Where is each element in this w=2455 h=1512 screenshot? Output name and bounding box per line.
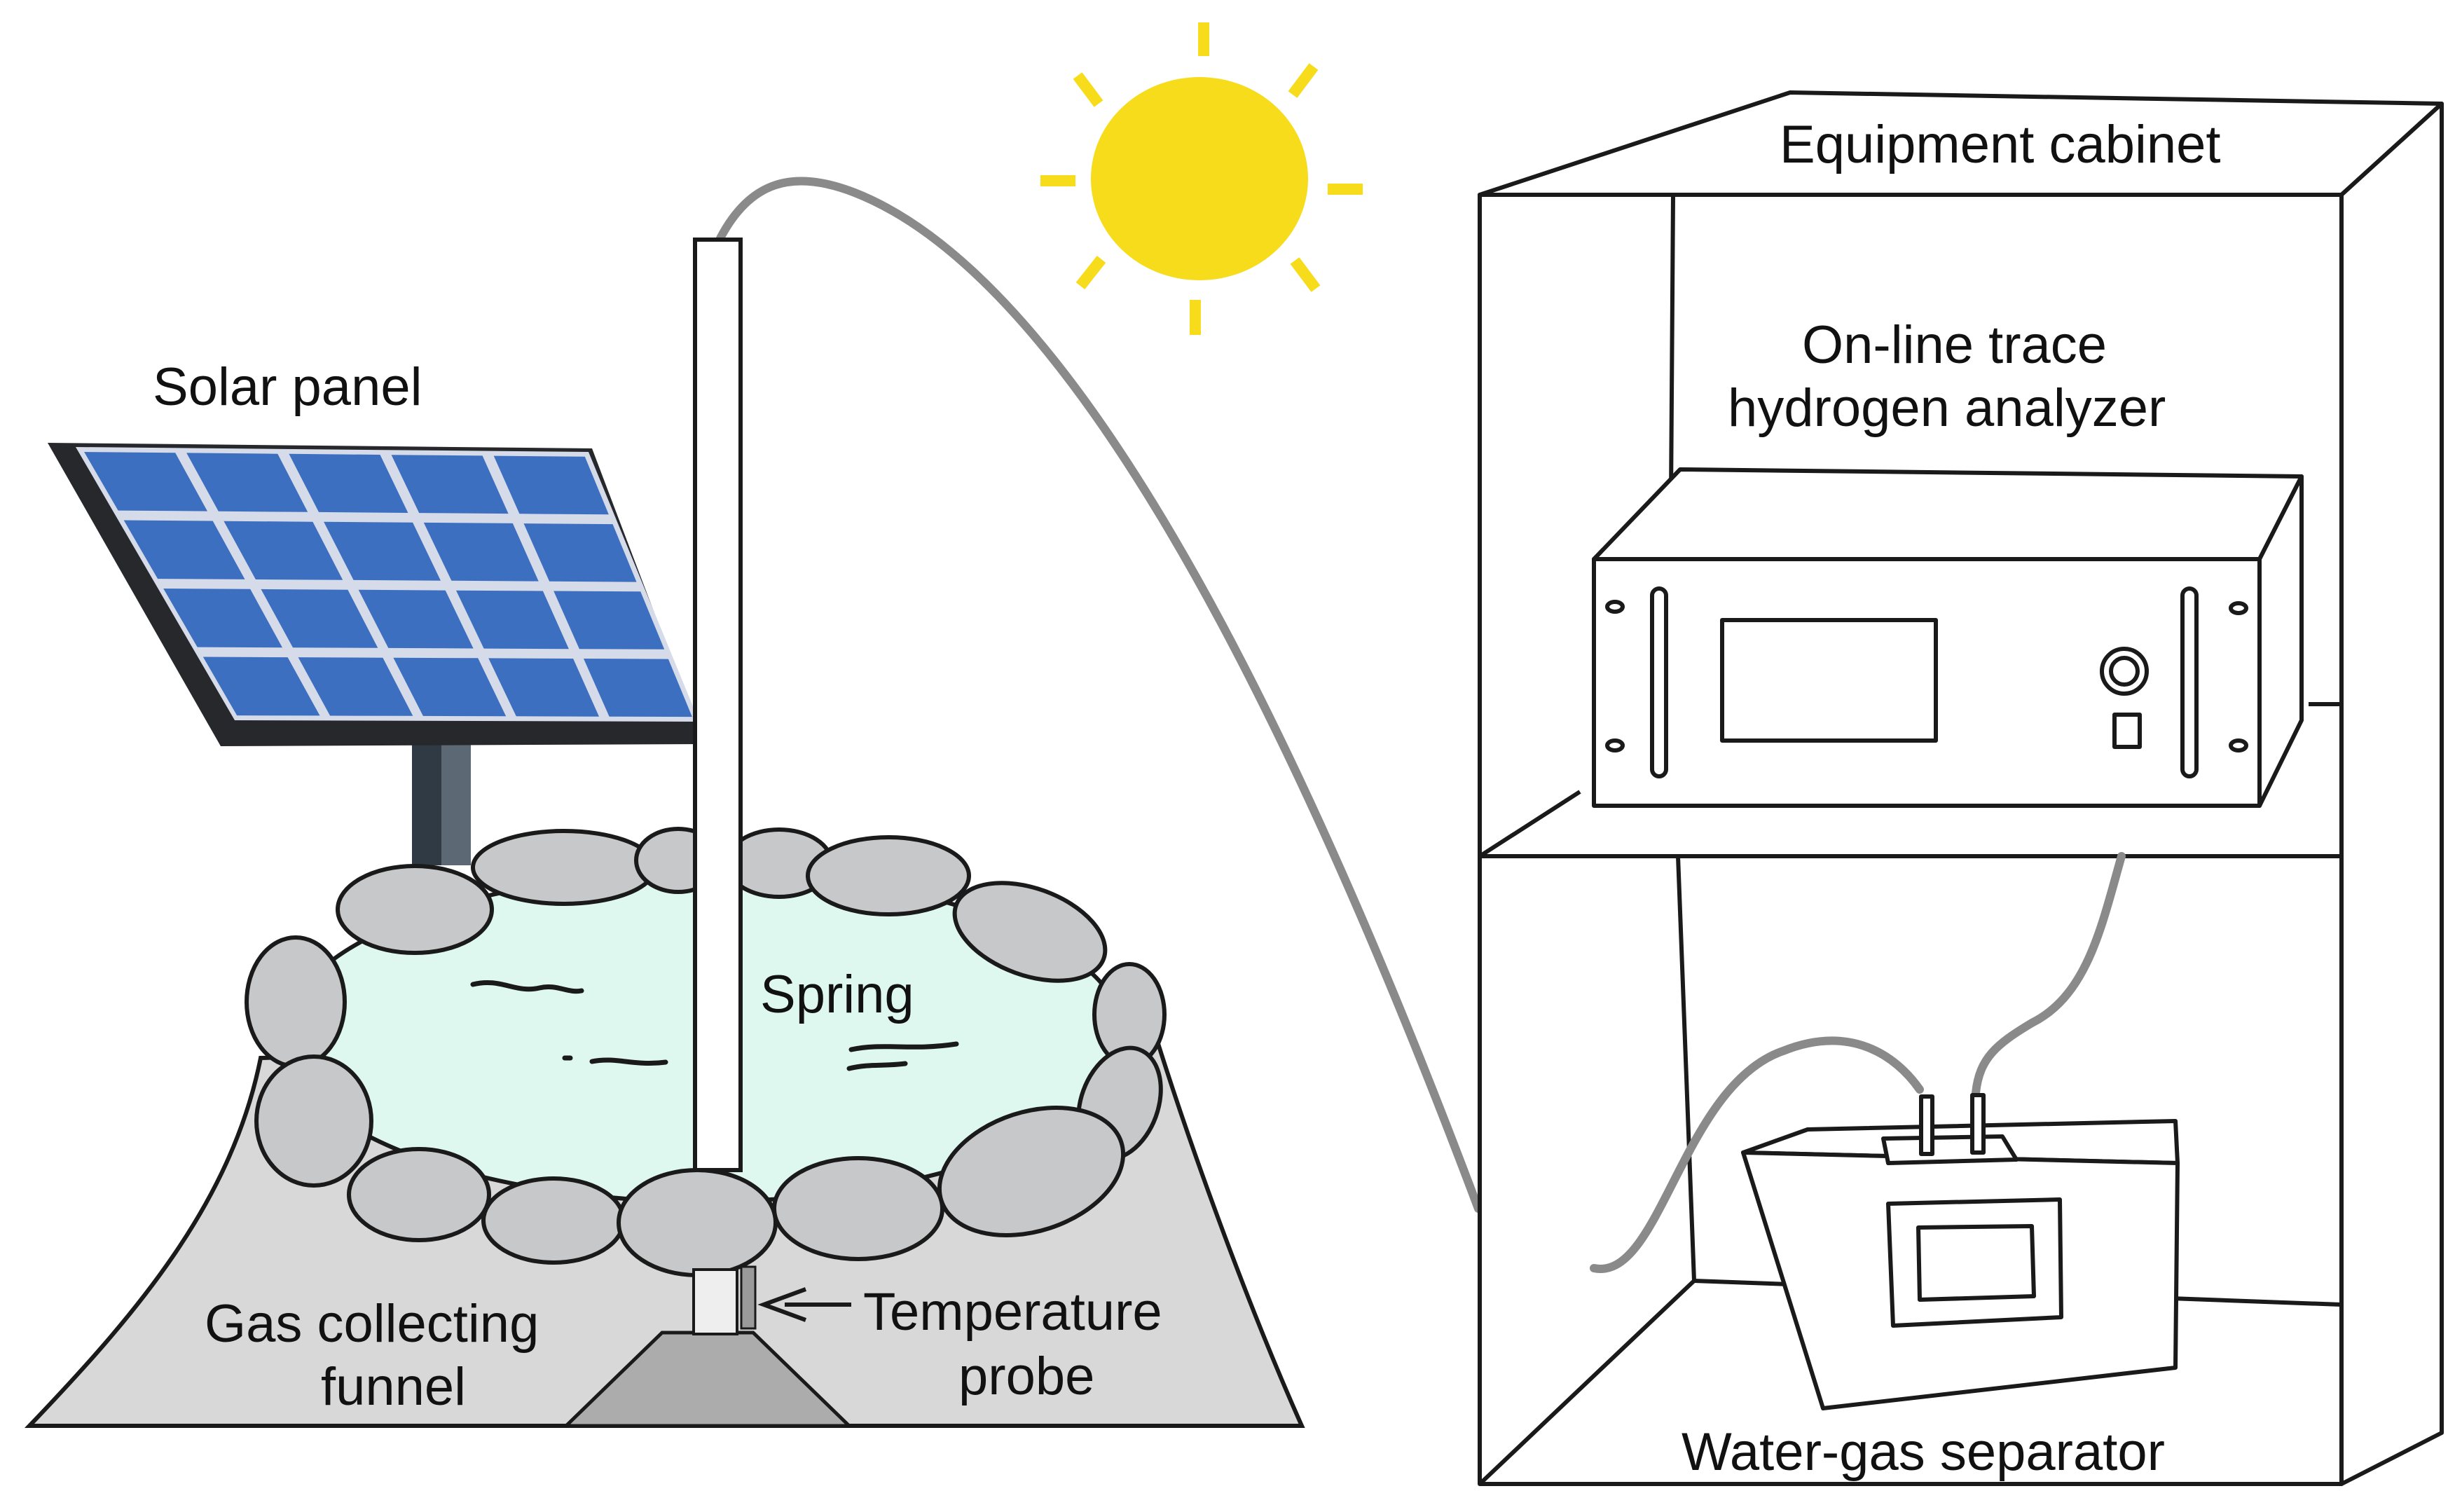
- solar-cell: [393, 657, 507, 717]
- rock: [336, 864, 494, 955]
- separator-port: [1970, 1093, 1986, 1155]
- solar-cell: [423, 522, 539, 582]
- sun-disc: [1091, 77, 1308, 280]
- analyzer-knob-inner: [2109, 656, 2140, 687]
- solar-panel-icon: [48, 443, 704, 865]
- solar-cell: [391, 455, 509, 514]
- rock: [806, 835, 971, 916]
- analyzer-screw: [1605, 600, 1625, 614]
- rock: [617, 1168, 778, 1277]
- solar-cells: [84, 452, 692, 717]
- rock: [481, 1176, 626, 1265]
- solar-cell: [261, 589, 378, 648]
- solar-cell: [289, 453, 408, 513]
- solar-cell: [488, 658, 599, 717]
- analyzer-screw: [2229, 738, 2248, 752]
- solar-panel-label: Solar panel: [153, 357, 422, 417]
- separator-tubes: [1590, 852, 2126, 1273]
- separator-display: [1916, 1224, 2036, 1302]
- separator-port: [1919, 1094, 1934, 1156]
- sun-rays: [1040, 22, 1363, 335]
- solar-cell: [186, 453, 308, 512]
- analyzer-button: [2112, 713, 2142, 749]
- equipment-cabinet-label: Equipment cabinet: [1780, 115, 2221, 174]
- analyzer-handle-right: [2180, 586, 2199, 778]
- analyzer-screw: [2229, 601, 2248, 615]
- solar-cell: [298, 657, 413, 716]
- spring-label: Spring: [760, 965, 914, 1024]
- solar-panel-post: [412, 732, 471, 865]
- water-ripples: [470, 980, 959, 1071]
- solar-cell: [493, 455, 609, 515]
- solar-cell: [224, 521, 343, 580]
- rock: [245, 935, 347, 1068]
- solar-cell: [553, 591, 665, 650]
- labels: Solar panel Spring Gas collecting funnel…: [153, 115, 2221, 1482]
- analyzer-screw: [1605, 738, 1625, 752]
- analyzer-top: [1592, 467, 2304, 561]
- solar-cell: [324, 521, 441, 581]
- analyzer-label: On-line trace hydrogen analyzer: [1728, 315, 2166, 438]
- gas-collecting-funnel: [561, 1268, 854, 1428]
- gas-collecting-funnel-label: Gas collecting funnel: [205, 1294, 553, 1417]
- separator-device-icon: [1741, 1093, 2180, 1410]
- solar-cell: [584, 659, 692, 717]
- solar-cell: [84, 452, 207, 511]
- rock: [347, 1147, 491, 1242]
- solar-cell: [358, 589, 474, 649]
- rock: [952, 881, 1108, 983]
- rock: [254, 1054, 373, 1188]
- water-gas-separator-label: Water-gas separator: [1682, 1422, 2165, 1482]
- separator-port-plate: [1881, 1134, 2019, 1165]
- rock: [772, 1156, 944, 1261]
- rock: [937, 1106, 1126, 1237]
- temperature-probe-arrow: [757, 1287, 851, 1322]
- analyzer-handle-left: [1650, 586, 1668, 778]
- sun-icon: [1040, 22, 1363, 335]
- solar-cell: [123, 520, 245, 579]
- gas-tube: [716, 177, 1483, 1213]
- temperature-probe-label: Temperature probe: [863, 1282, 1177, 1406]
- analyzer-display: [1720, 618, 1938, 743]
- solar-cell: [456, 590, 569, 650]
- solar-cell: [202, 657, 320, 716]
- temperature-probe: [740, 1265, 757, 1330]
- rock: [471, 829, 657, 906]
- solar-cell: [163, 589, 282, 648]
- analyzer-device-icon: [1592, 467, 2304, 808]
- spring-rock-ring: [245, 827, 1167, 1277]
- solar-cell: [523, 523, 637, 582]
- solar-panel-surface: [76, 447, 699, 722]
- vertical-pipe: [693, 238, 743, 1172]
